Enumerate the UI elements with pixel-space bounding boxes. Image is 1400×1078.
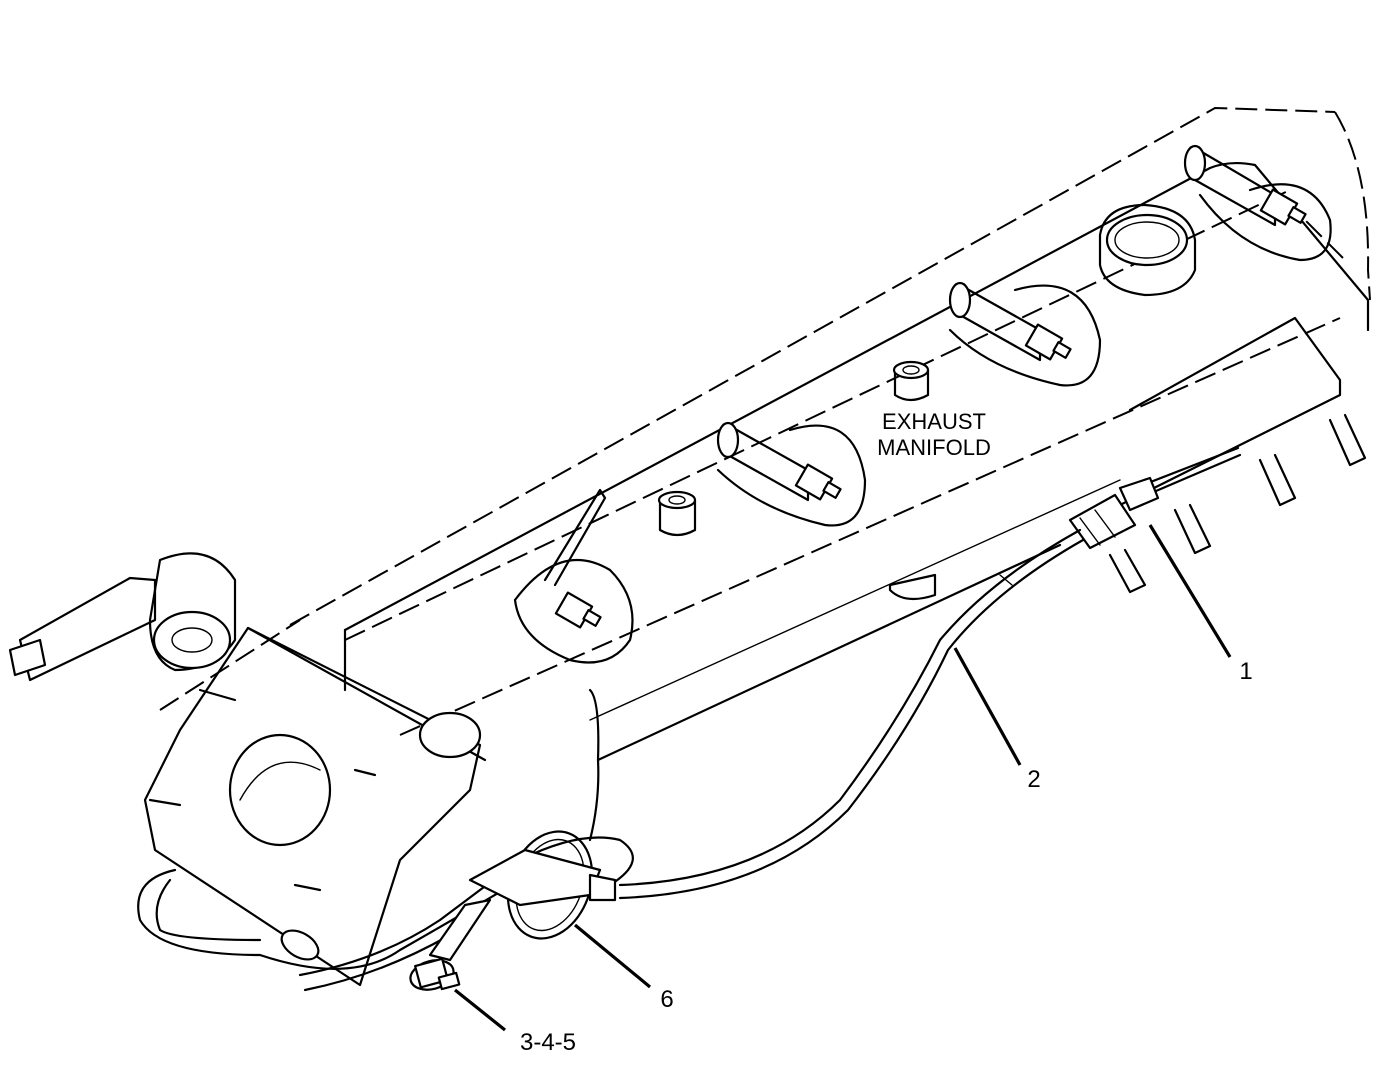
callout-3-4-5: 3-4-5 [520, 1029, 576, 1056]
port-1 [1183, 144, 1332, 262]
manifold-label-line1: EXHAUST [882, 409, 986, 434]
port-3 [716, 421, 867, 527]
callout-2: 2 [1027, 766, 1040, 793]
manifold-label-line2: MANIFOLD [877, 435, 991, 460]
leader-2 [953, 647, 1022, 766]
bottom-studs [888, 413, 1367, 601]
port-4 [513, 488, 634, 664]
leader-345 [454, 988, 506, 1032]
thermocouple-probe [1068, 446, 1242, 550]
leader-1 [1148, 524, 1232, 658]
thermocouple-cable [618, 528, 1085, 900]
turbo-bracket [8, 552, 487, 987]
callout-6: 6 [660, 986, 673, 1013]
round-flange [1098, 203, 1197, 297]
stud-upper [892, 360, 930, 402]
bolt-345 [409, 957, 461, 991]
manifold-phantom-outline [159, 106, 1371, 736]
clamp-6 [428, 830, 617, 962]
manifold-body [343, 161, 1370, 842]
leader-lines [454, 524, 1232, 1032]
stud-lower [657, 490, 697, 537]
leader-6 [573, 923, 652, 989]
callout-1: 1 [1239, 658, 1252, 685]
port-2 [948, 281, 1102, 387]
